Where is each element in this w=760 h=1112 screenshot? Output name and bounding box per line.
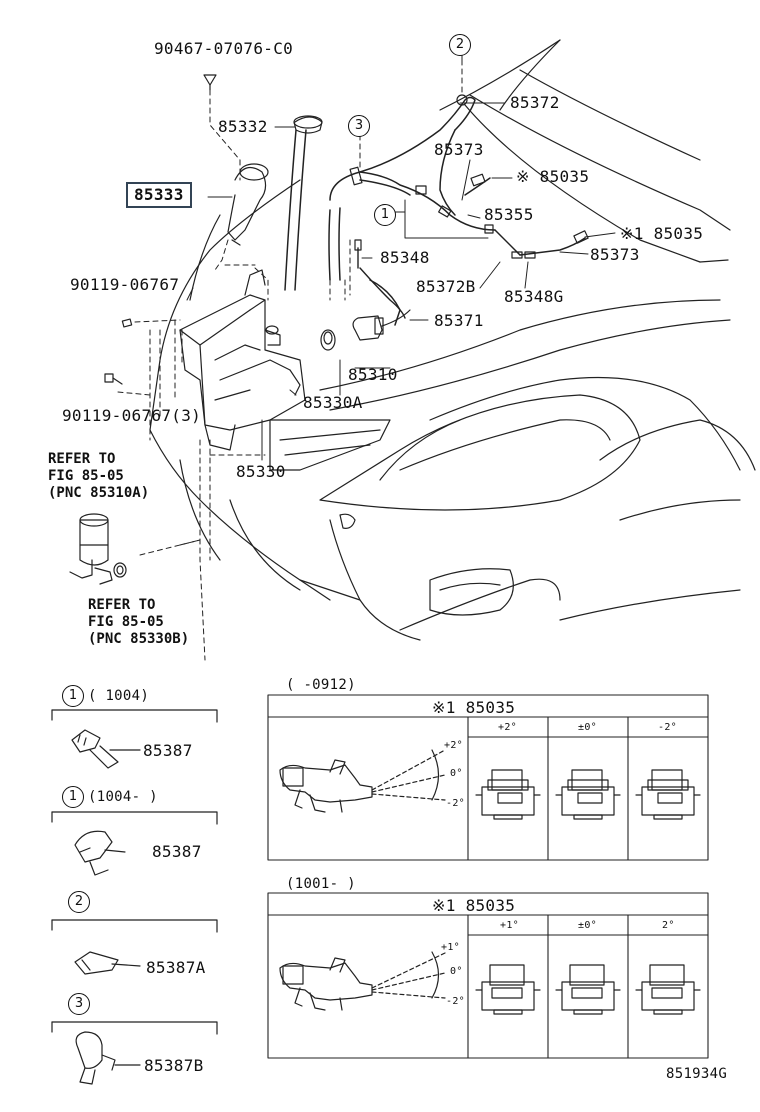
washer-hose <box>328 96 586 326</box>
clip-85387B <box>75 1031 141 1085</box>
callout-85035-b: ※1 85035 <box>620 224 704 243</box>
clip-part-85387A: 85387A <box>146 958 206 977</box>
panel-2-title: ※1 85035 <box>432 896 516 915</box>
clip-part-85387-b: 85387 <box>152 842 202 861</box>
clip-range-1a: ( 1004) <box>88 688 150 704</box>
panel-2-angle-zero: 0° <box>450 966 463 977</box>
figure-id: 851934G <box>666 1066 728 1082</box>
panel-2-angle-down: -2° <box>446 996 465 1007</box>
panel-2-col-2: ±0° <box>578 920 597 931</box>
hood-outline <box>439 39 731 263</box>
callout-85330: 85330 <box>236 462 286 481</box>
callout-90119-06767-3: 90119-06767(3) <box>62 406 202 425</box>
reservoir-tank <box>179 269 306 451</box>
panel-2-frame <box>267 892 709 1059</box>
panel-1-col-1: +2° <box>498 722 517 733</box>
hose-85332 <box>284 129 297 291</box>
circle-marker-1: 1 <box>374 204 396 226</box>
clip-85387-new <box>74 830 126 876</box>
callout-85373-a: 85373 <box>434 140 484 159</box>
callout-85355: 85355 <box>484 205 534 224</box>
callout-85372: 85372 <box>510 93 560 112</box>
callout-85332: 85332 <box>218 117 268 136</box>
clip-range-1b: (1004- ) <box>88 789 158 805</box>
panel-1-angle-zero: 0° <box>450 768 463 779</box>
panel-1-col-2: ±0° <box>578 722 597 733</box>
hose-connectors <box>349 94 589 259</box>
clip-section-lines <box>51 709 218 1035</box>
callout-85372B: 85372B <box>416 277 476 296</box>
panel-2-angle-up: +1° <box>441 942 460 953</box>
panel-2-connectors <box>475 964 701 1015</box>
clip-85387-old <box>71 729 141 769</box>
callout-85330A: 85330A <box>303 393 363 412</box>
callout-85348G: 85348G <box>504 287 564 306</box>
clip-part-85387B: 85387B <box>144 1056 204 1075</box>
car-body <box>149 179 756 641</box>
callout-85035-a: ※ 85035 <box>516 167 590 186</box>
filler-neck <box>227 115 323 246</box>
washer-pump <box>320 309 411 351</box>
refer-to-fig-85310A: REFER TO FIG 85-05 (PNC 85310A) <box>48 451 150 501</box>
panel-2-range: (1001- ) <box>286 876 356 892</box>
panel-1-col-3: -2° <box>658 722 677 733</box>
circle-marker-2: 2 <box>449 34 471 56</box>
panel-1-title: ※1 85035 <box>432 698 516 717</box>
circle-marker-3: 3 <box>348 115 370 137</box>
callout-85348: 85348 <box>380 248 430 267</box>
leader-lines <box>117 59 463 661</box>
callout-85373-b: 85373 <box>590 245 640 264</box>
clip-85387A <box>74 951 141 975</box>
refer-to-fig-85330B: REFER TO FIG 85-05 (PNC 85330B) <box>88 597 190 647</box>
panel-1-nozzle <box>279 749 446 813</box>
panel-1-connectors <box>475 769 701 820</box>
callout-90119-06767: 90119-06767 <box>70 275 180 294</box>
panel-1-angle-down: -2° <box>446 798 465 809</box>
callout-85333-highlighted[interactable]: 85333 <box>126 182 192 208</box>
callout-85310: 85310 <box>348 365 398 384</box>
panel-2-col-3: 2° <box>662 920 675 931</box>
clip-part-85387-a: 85387 <box>143 741 193 760</box>
panel-2-nozzle <box>279 951 446 1011</box>
washer-motor-small <box>69 513 127 585</box>
panel-2-col-1: +1° <box>500 920 519 931</box>
solid-leaders <box>186 51 616 461</box>
callout-90467-07076-C0: 90467-07076-C0 <box>154 39 294 58</box>
bolts <box>104 74 217 385</box>
clip-circle-1a: 1 <box>62 685 84 707</box>
clip-circle-1b: 1 <box>62 786 84 808</box>
panel-1-frame <box>267 694 709 861</box>
panel-1-range: ( -0912) <box>286 677 356 693</box>
panel-1-angle-up: +2° <box>444 740 463 751</box>
clip-circle-2: 2 <box>68 891 90 913</box>
clip-circle-3: 3 <box>68 993 90 1015</box>
callout-85371: 85371 <box>434 311 484 330</box>
